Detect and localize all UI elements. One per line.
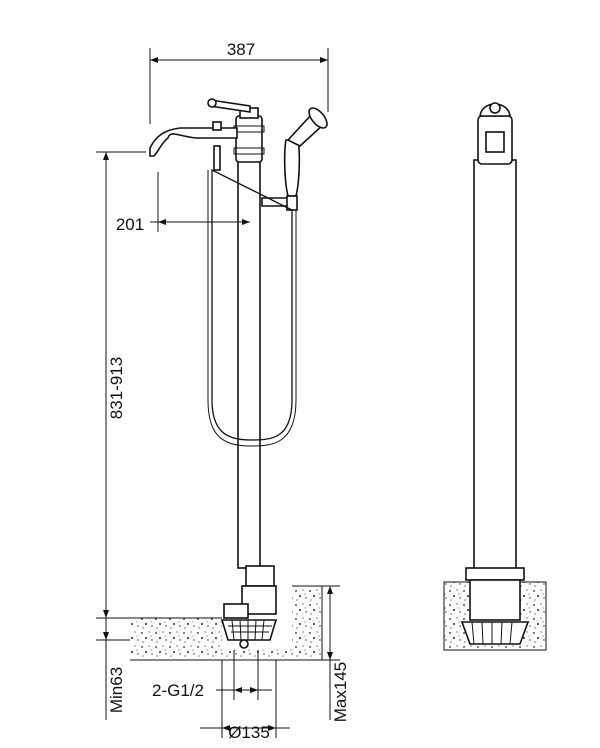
spout [149, 127, 238, 157]
dim-height-range: 831-913 [107, 357, 126, 419]
diverter-stem [213, 145, 221, 171]
hand-shower [283, 107, 328, 211]
valve-body [207, 98, 265, 163]
dim-connection: 2-G1/2 [152, 681, 204, 700]
floor-slab [130, 585, 323, 661]
front-view [130, 98, 328, 661]
riser-pipe [237, 149, 261, 569]
dim-min-depth: Min63 [107, 667, 126, 713]
side-view [443, 102, 547, 651]
base-fitting [220, 565, 278, 649]
dim-overall-width: 387 [227, 40, 255, 59]
side-riser [473, 159, 517, 579]
dim-base-diameter: Ø135 [228, 723, 270, 742]
diverter-knob [212, 121, 222, 131]
dimension-lines [96, 48, 340, 738]
dim-max-depth: Max145 [331, 662, 350, 722]
shower-hose [211, 168, 293, 441]
dim-spout-reach: 201 [116, 215, 144, 234]
side-valve-top [477, 102, 513, 165]
